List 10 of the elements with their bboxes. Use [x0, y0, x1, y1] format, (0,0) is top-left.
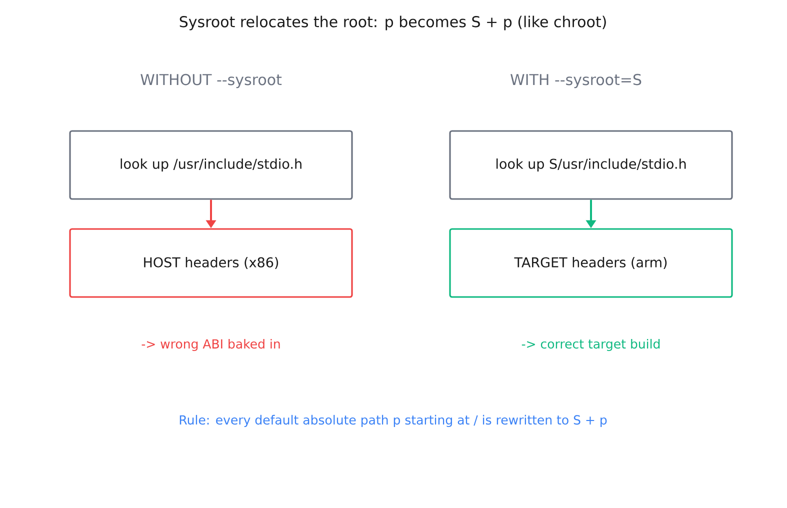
rule-note: Rule: every default absolute path p starting at / is rewritten to S + p: [180, 414, 607, 428]
column-heading: WITHOUT --sysroot: [140, 74, 282, 88]
title: Sysroot relocates the root: p becomes S + p (like chroot): [180, 16, 606, 30]
result-note: -> correct target build: [522, 338, 660, 352]
column-heading: WITH --sysroot=S: [510, 74, 642, 88]
process-box: HOST headers (x86): [69, 228, 353, 298]
process-box: look up S/usr/include/stdio.h: [449, 130, 733, 200]
result-note: -> wrong ABI baked in: [142, 338, 280, 352]
process-box: TARGET headers (arm): [449, 228, 733, 298]
process-box: look up /usr/include/stdio.h: [69, 130, 353, 200]
